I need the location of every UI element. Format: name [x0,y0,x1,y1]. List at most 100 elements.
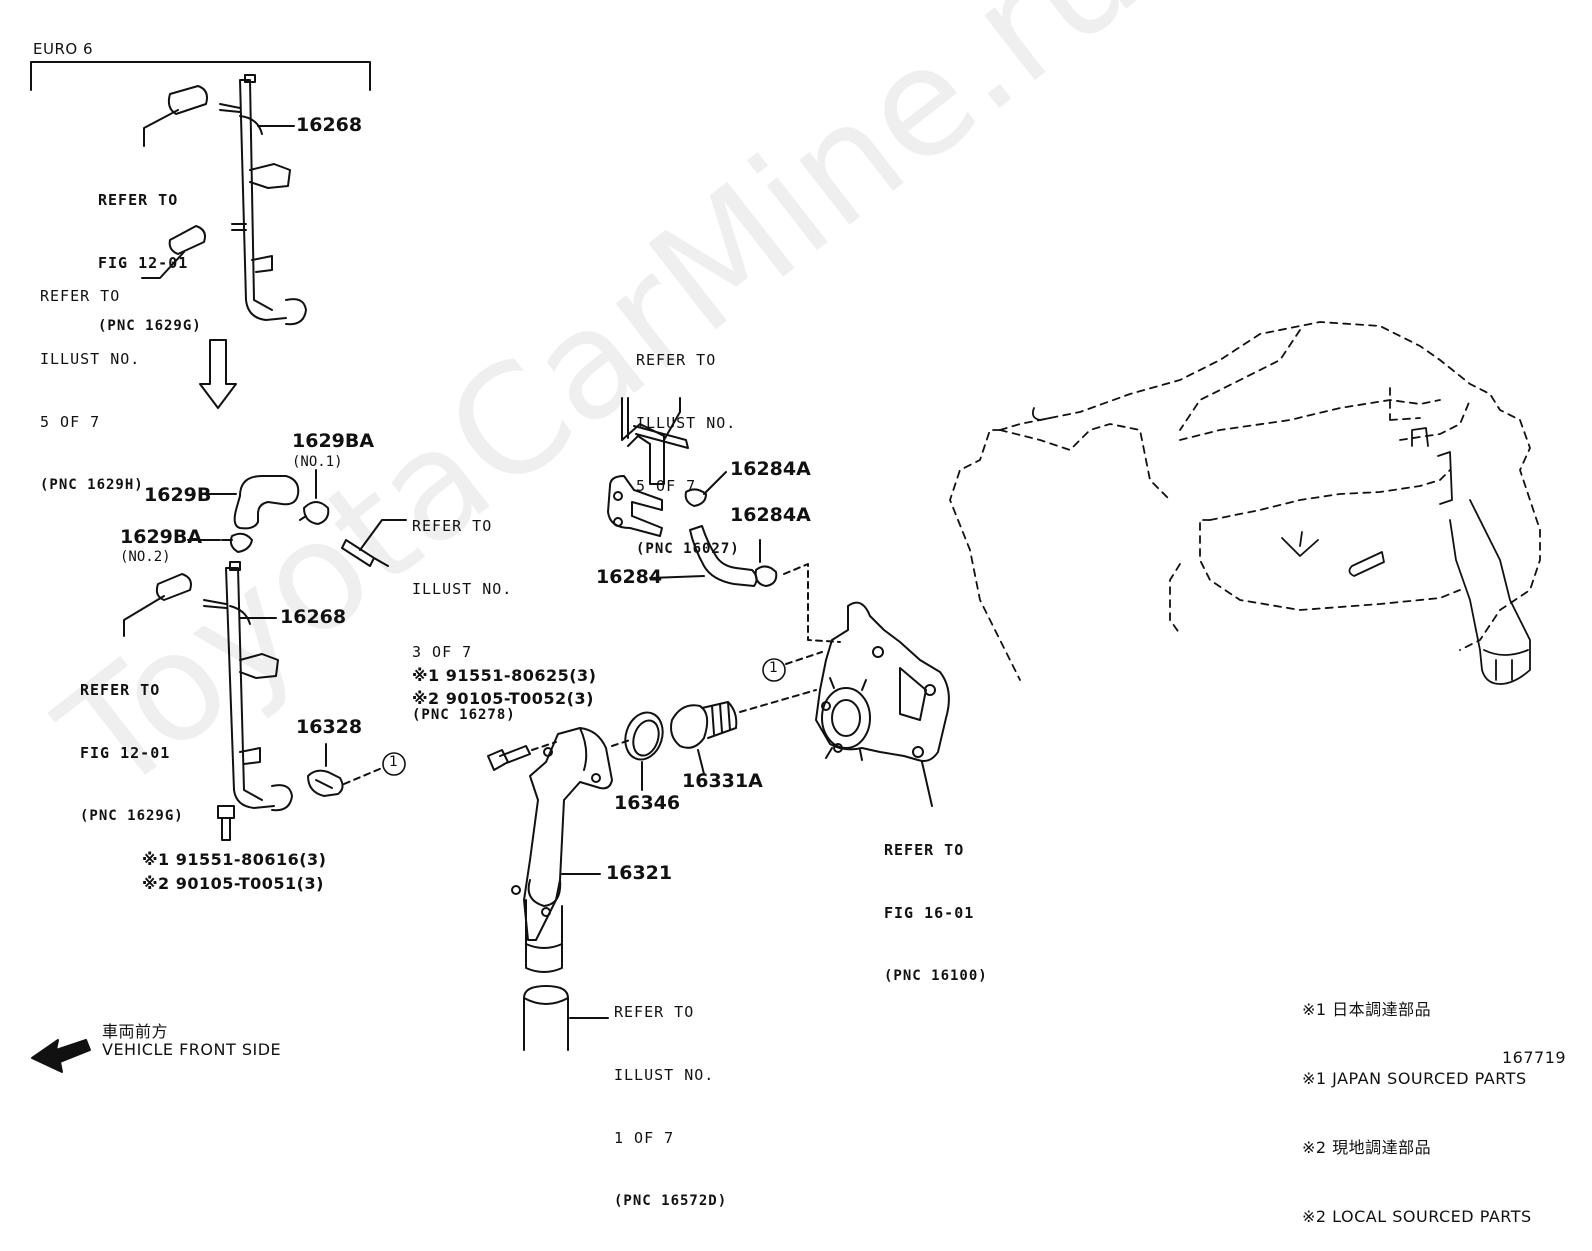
ref-illust5-top-pnc: (PNC 16027) [636,541,740,557]
dashed-bolt-to-housing [531,741,557,751]
ref-fig1201-mid-pnc: (PNC 1629G) [80,808,184,824]
ref-fig1201-top-line2: FIG 12-01 [98,254,189,272]
bolt-upper [487,745,531,771]
part-16284A-1[interactable]: 16284A [730,458,811,480]
ref-illust5-top-line2: ILLUST NO. [636,414,737,432]
water-inlet-housing-16321 [511,727,613,973]
bolt-upper-2[interactable]: ※2 90105-T0052(3) [412,689,594,708]
clamp-16284A-2 [754,565,778,587]
ref-fig1201-top-pnc: (PNC 1629G) [98,318,202,334]
clamp-1629BA-no2 [221,532,253,553]
ref-illust1[interactable]: REFER TO ILLUST NO. 1 OF 7 (PNC 16572D) [614,960,727,1233]
hose-stub-illust3 [341,539,389,567]
part-16328[interactable]: 16328 [296,716,363,738]
clamp-16284A-1 [684,488,707,507]
direction-en: VEHICLE FRONT SIDE [102,1040,282,1059]
note-2: ※1 JAPAN SOURCED PARTS [1302,1069,1527,1088]
water-pump [815,601,950,762]
notes-legend: ※1 日本調達部品 ※1 JAPAN SOURCED PARTS ※2 現地調達… [1302,952,1532,1251]
bolt-lower-1[interactable]: ※1 91551-80616(3) [142,850,327,869]
callout-number-left: 1 [389,754,399,770]
bolt-lower [217,805,235,841]
ref-fig1601-line1: REFER TO [884,841,965,859]
engine-block [949,321,1541,681]
gasket-16346-inner [632,719,660,757]
dashed-16328-to-callout [343,767,383,785]
leader-ref-fig1201-mid [123,595,165,637]
ref-fig1201-mid-line1: REFER TO [80,681,161,699]
ref-illust3[interactable]: REFER TO ILLUST NO. 3 OF 7 (PNC 16278) [412,474,516,747]
part-1629BA-no1-sub: (NO.1) [292,454,343,470]
part-1629BA-no1[interactable]: 1629BA [292,430,375,452]
variant-label: EURO 6 [33,40,93,58]
part-16331A[interactable]: 16331A [682,770,763,792]
note-1: ※1 日本調達部品 [1302,1000,1432,1019]
hose-stub-top-2 [168,225,206,255]
ref-illust5-left-line2: ILLUST NO. [40,350,141,368]
part-1629B[interactable]: 1629B [144,484,212,506]
hose-stub-top-1 [167,85,208,115]
hose-stub-bottom [523,985,569,1051]
water-pipe-euro6 [219,74,307,326]
note-3: ※2 現地調達部品 [1302,1138,1432,1157]
figure-number: 167719 [1502,1048,1567,1067]
bolt-lower-2[interactable]: ※2 90105-T0051(3) [142,874,324,893]
bracket-hose-top [607,397,689,537]
dashed-clamp-to-pump [783,563,841,643]
water-pipe-lower [203,561,293,812]
part-16268-lower[interactable]: 16268 [280,606,347,628]
dashed-callout-right-to-pump [785,651,823,665]
ref-illust1-line1: REFER TO [614,1003,695,1021]
callout-number-right: 1 [769,660,779,676]
leader-16331A [697,749,705,775]
ref-illust3-line2: ILLUST NO. [412,580,513,598]
parts-diagram [30,61,1541,1073]
gasket-16346 [624,711,664,761]
bolt-upper-1[interactable]: ※1 91551-80625(3) [412,666,597,685]
ref-fig1201-top[interactable]: REFER TO FIG 12-01 (PNC 1629G) [98,148,202,358]
callout-circle-right [762,658,786,682]
ref-illust3-line1: REFER TO [412,517,493,535]
ref-fig1601-pnc: (PNC 16100) [884,968,988,984]
ref-illust5-top[interactable]: REFER TO ILLUST NO. 5 OF 7 (PNC 16027) [636,308,740,581]
ref-illust3-pnc: (PNC 16278) [412,707,516,723]
leader-16284 [649,575,705,579]
ref-illust1-line2: ILLUST NO. [614,1066,715,1084]
ref-illust5-left-pnc: (PNC 1629H) [40,477,144,493]
callout-circle-left [382,752,406,776]
ref-fig1201-mid-line2: FIG 12-01 [80,744,171,762]
hose-stub-mid [155,573,192,601]
leader-ref-fig1601 [921,761,933,807]
ref-fig1601[interactable]: REFER TO FIG 16-01 (PNC 16100) [884,798,988,1008]
ref-illust5-left-line3: 5 OF 7 [40,413,101,431]
down-arrow [199,339,237,409]
leader-ref-illust3 [359,519,407,551]
ref-illust5-top-line1: REFER TO [636,351,717,369]
euro6-bracket [30,61,371,91]
part-16268-top[interactable]: 16268 [296,114,363,136]
part-1629BA-no2[interactable]: 1629BA [120,526,203,548]
engine-details [1031,407,1531,685]
ref-illust1-line3: 1 OF 7 [614,1129,675,1147]
dashed-housing-to-gasket [611,739,631,747]
clamp-1629BA-no1 [299,501,330,525]
part-1629BA-no2-sub: (NO.2) [120,549,171,565]
part-16346[interactable]: 16346 [614,792,681,814]
ref-illust5-left[interactable]: REFER TO ILLUST NO. 5 OF 7 (PNC 1629H) [40,244,144,517]
ref-fig1201-mid[interactable]: REFER TO FIG 12-01 (PNC 1629G) [80,638,184,848]
part-16321[interactable]: 16321 [606,862,673,884]
note-4: ※2 LOCAL SOURCED PARTS [1302,1207,1532,1226]
thermostat-16331A [670,701,738,749]
ref-fig1601-line2: FIG 16-01 [884,904,975,922]
ref-illust5-top-line3: 5 OF 7 [636,477,697,495]
dashed-thermostat-to-pump [739,689,817,713]
hose-1629B [233,475,300,530]
ref-fig1201-top-line1: REFER TO [98,191,179,209]
part-16284A-2[interactable]: 16284A [730,504,811,526]
leader-16284A-1 [703,471,727,495]
part-16284[interactable]: 16284 [596,566,663,588]
ref-illust3-line3: 3 OF 7 [412,643,473,661]
vehicle-front-arrow-shape [31,1039,91,1073]
leader-ref-fig1201-top [143,109,179,147]
gasket-16328 [307,769,344,797]
